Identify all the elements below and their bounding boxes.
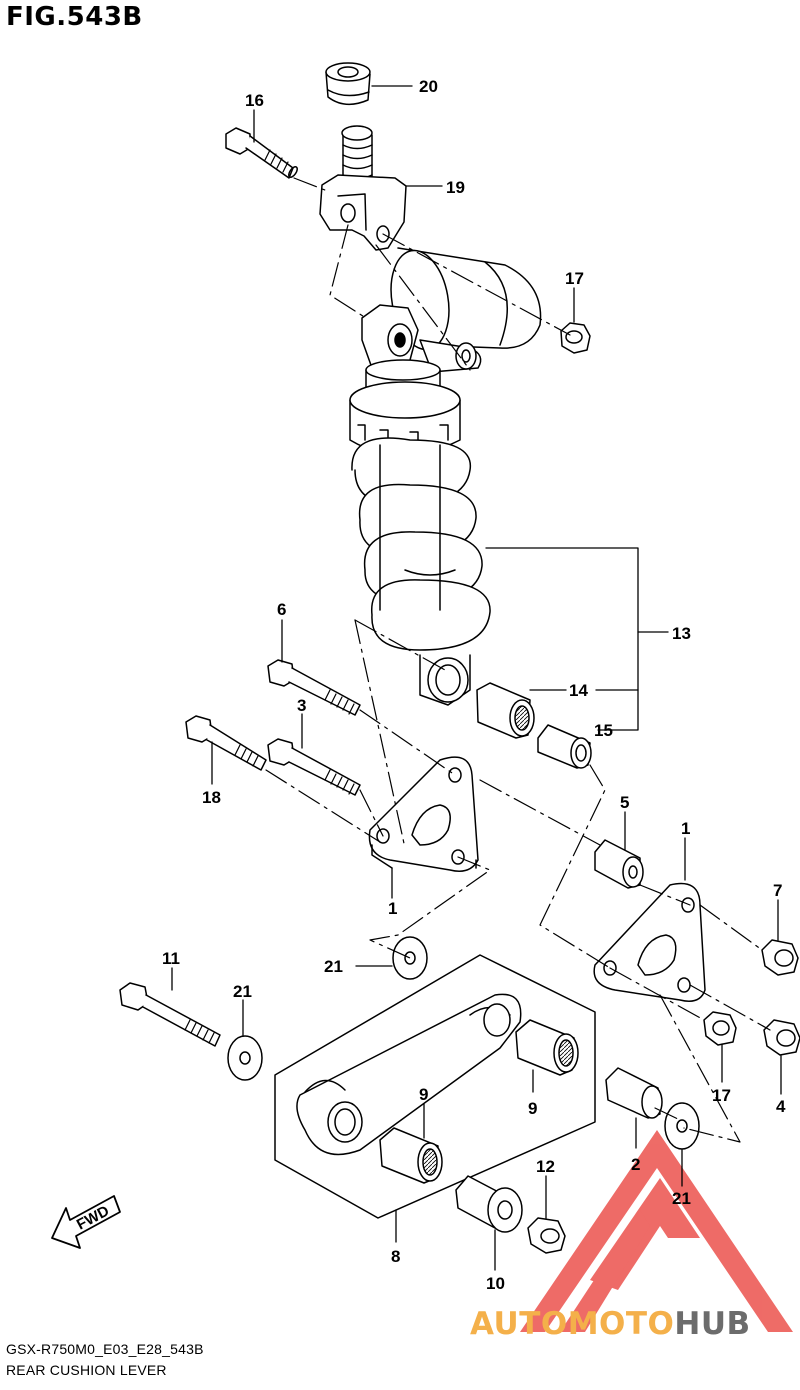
callout-12: 12 (536, 1157, 555, 1176)
callout-18: 18 (202, 788, 221, 807)
footer-section-title: REAR CUSHION LEVER (6, 1362, 167, 1378)
callout-13: 13 (672, 624, 691, 643)
part-4-nut (763, 1019, 800, 1056)
callout-8: 8 (391, 1247, 400, 1266)
part-8-cushion-lever (296, 993, 522, 1156)
footer-model-code: GSX-R750M0_E03_E28_543B (6, 1341, 204, 1357)
callout-11: 11 (162, 949, 180, 968)
callout-leader-lines (171, 85, 782, 1271)
callout-21-lower: 21 (672, 1189, 691, 1208)
part-7-nut (761, 939, 799, 976)
callout-4: 4 (776, 1097, 786, 1116)
part-17-lower-nut (703, 1011, 737, 1046)
callout-15: 15 (594, 721, 613, 740)
part-20-cap (325, 62, 371, 106)
part-12-nut (527, 1217, 566, 1254)
part-1-bracket-left (368, 756, 479, 872)
part-18-bolt (185, 715, 267, 771)
callout-7: 7 (773, 881, 782, 900)
callout-14: 14 (569, 681, 588, 700)
part-19-upper-mount (319, 125, 407, 251)
part-1-bracket-right (593, 882, 706, 1002)
callout-17-lower: 17 (712, 1086, 731, 1105)
part-21-washer-mid (227, 1035, 263, 1081)
callout-21-mid: 21 (233, 982, 252, 1001)
part-21-washer-lower (664, 1102, 700, 1150)
watermark-text-hub: HUB (674, 1306, 751, 1342)
watermark-brand-text: AUTOMOTOHUB (470, 1306, 751, 1342)
callout-17-upper: 17 (565, 269, 584, 288)
assembly-centerlines (265, 177, 771, 1143)
part-13-shock-absorber (349, 247, 542, 706)
callout-1-left: 1 (388, 899, 397, 918)
callout-20: 20 (419, 77, 438, 96)
part-6-bolt (267, 659, 361, 716)
callout-5: 5 (620, 793, 629, 812)
callout-1-right: 1 (681, 819, 690, 838)
part-5-collar (594, 839, 644, 889)
callout-21-upper: 21 (324, 957, 343, 976)
watermark-triangle-logo (520, 1130, 793, 1332)
part-9-bearing-right (515, 1019, 579, 1076)
part-9-bearing-left (379, 1127, 443, 1184)
part-3-bolt (267, 738, 361, 796)
callout-19: 19 (446, 178, 465, 197)
callout-3: 3 (297, 696, 306, 715)
callout-10: 10 (486, 1274, 505, 1293)
part-2-collar (605, 1067, 663, 1119)
callout-9-left: 9 (419, 1085, 428, 1104)
fwd-direction-arrow (51, 1195, 121, 1249)
part-15-collar (537, 724, 592, 769)
callout-9-right: 9 (528, 1099, 537, 1118)
part-16-bolt (225, 127, 298, 179)
figure-title: FIG.543B (6, 2, 143, 32)
watermark-text-main: AUTOMOTO (470, 1306, 675, 1342)
part-14-bearing (476, 682, 535, 739)
part-8-assembly-outline (274, 954, 596, 1219)
callout-16: 16 (245, 91, 264, 110)
callout-2: 2 (631, 1155, 640, 1174)
callout-6: 6 (277, 600, 286, 619)
part-11-bolt (119, 982, 221, 1047)
part-17-upper-nut (560, 322, 591, 354)
part-10-sleeve (455, 1175, 523, 1233)
